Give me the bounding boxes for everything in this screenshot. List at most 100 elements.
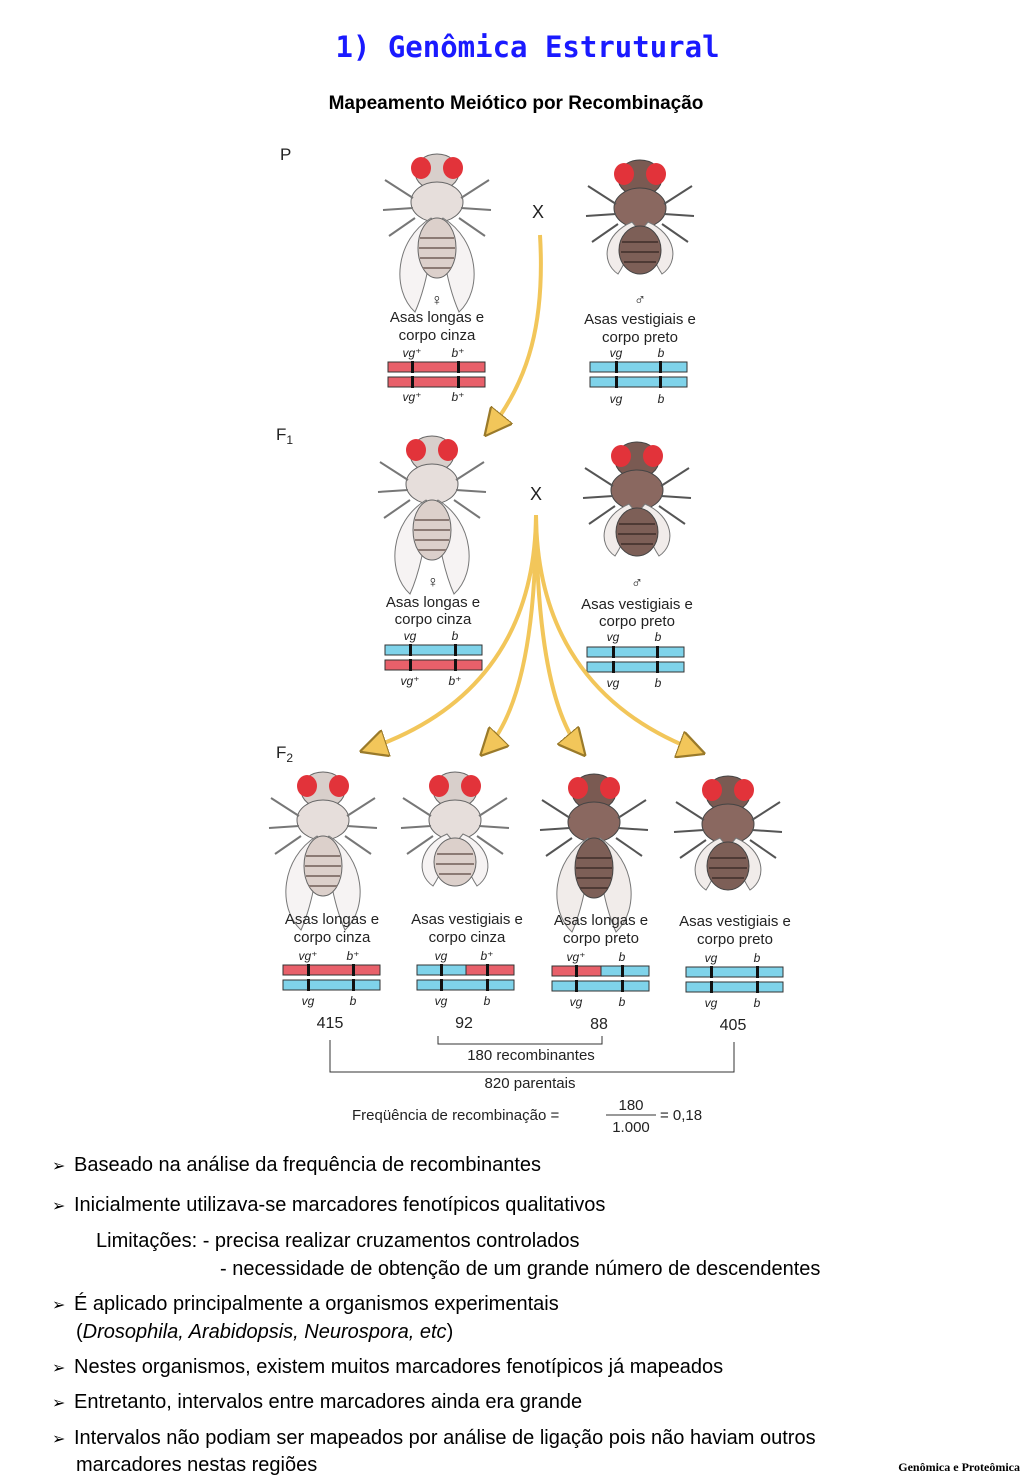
p-male-label-2: corpo preto	[602, 329, 678, 346]
f2-2-count: 92	[455, 1015, 473, 1032]
recombinants-label: 180 recombinantes	[467, 1047, 595, 1064]
bullet-6-continued: marcadores nestas regiões	[76, 1454, 318, 1476]
f2-4-count: 405	[720, 1017, 747, 1034]
svg-text:b: b	[658, 392, 665, 406]
frequency-label: Freqüência de recombinação =	[352, 1107, 559, 1124]
svg-text:vg⁺: vg⁺	[566, 950, 585, 964]
bullet-5: ➢Entretanto, intervalos entre marcadores…	[52, 1389, 582, 1417]
bullet-4: ➢Nestes organismos, existem muitos marca…	[52, 1354, 723, 1382]
arrow-p-to-f1	[488, 234, 543, 432]
f2-1-chromosomes: vg⁺ b⁺ vg b	[282, 949, 381, 1008]
f2-3-label-1: Asas longas e	[554, 912, 648, 929]
fly-f2-2	[400, 771, 510, 887]
bullet-3: ➢É aplicado principalmente a organismos …	[52, 1291, 559, 1319]
recombinants-bracket	[437, 1036, 603, 1045]
f2-2-chromosomes: vg b⁺ vg b	[416, 949, 515, 1008]
f2-2-label-2: corpo cinza	[429, 929, 506, 946]
svg-text:vg: vg	[404, 629, 417, 643]
svg-text:vg: vg	[435, 994, 448, 1008]
svg-text:vg⁺: vg⁺	[298, 949, 317, 963]
f2-2-label-1: Asas vestigiais e	[411, 911, 523, 928]
f2-1-label-1: Asas longas e	[285, 911, 379, 928]
svg-text:b: b	[484, 994, 491, 1008]
f1-female-label-1: Asas longas e	[386, 594, 480, 611]
fly-f2-4	[673, 775, 783, 891]
cross-symbol-f1: X	[530, 484, 542, 504]
svg-text:b: b	[619, 950, 626, 964]
arrows-f1-to-f2	[365, 514, 700, 752]
p-female-chromosomes: vg⁺ b⁺ vg⁺ b⁺	[387, 346, 486, 404]
f2-1-label-2: corpo cinza	[294, 929, 371, 946]
page-title: 1) Genômica Estrutural	[335, 30, 720, 64]
fly-p-male	[585, 159, 695, 275]
recombination-figure: P F1 F2 X ♀ ♂ Asas longas e corpo cinza …	[268, 145, 791, 1136]
svg-text:b⁺: b⁺	[451, 390, 464, 404]
bullet-arrow-icon: ➢	[52, 1431, 66, 1448]
svg-text:b⁺: b⁺	[346, 949, 359, 963]
p-female-label-1: Asas longas e	[390, 309, 484, 326]
fly-f1-male	[582, 441, 692, 557]
svg-text:b: b	[754, 951, 761, 965]
bullet-arrow-icon: ➢	[52, 1158, 66, 1175]
f1-female-label-2: corpo cinza	[395, 611, 472, 628]
frequency-numerator: 180	[618, 1097, 643, 1114]
limitation-1: Limitações: - precisa realizar cruzament…	[96, 1230, 580, 1252]
svg-text:vg: vg	[705, 996, 718, 1010]
p-female-label-2: corpo cinza	[399, 327, 476, 344]
fly-f1-female	[377, 435, 487, 595]
svg-text:b: b	[619, 995, 626, 1009]
fly-f2-3	[539, 773, 649, 933]
svg-text:vg⁺: vg⁺	[402, 346, 421, 360]
svg-text:vg: vg	[607, 630, 620, 644]
f2-4-label-1: Asas vestigiais e	[679, 913, 791, 930]
f1-male-label-2: corpo preto	[599, 613, 675, 630]
bullet-arrow-icon: ➢	[52, 1297, 66, 1314]
svg-text:b⁺: b⁺	[448, 674, 461, 688]
frequency-denominator: 1.000	[612, 1119, 650, 1136]
parentals-label: 820 parentais	[485, 1075, 576, 1092]
bullet-3-organisms: (Drosophila, Arabidopsis, Neurospora, et…	[76, 1321, 454, 1343]
svg-text:b⁺: b⁺	[480, 949, 493, 963]
p-male-chromosomes: vg b vg b	[589, 346, 688, 406]
bullet-arrow-icon: ➢	[52, 1395, 66, 1412]
svg-text:b: b	[350, 994, 357, 1008]
svg-text:vg: vg	[435, 949, 448, 963]
page-subtitle: Mapeamento Meiótico por Recombinação	[328, 93, 704, 114]
f2-1-count: 415	[317, 1015, 344, 1032]
svg-text:b⁺: b⁺	[451, 346, 464, 360]
male-symbol-p: ♂	[634, 292, 646, 309]
svg-text:b: b	[655, 676, 662, 690]
gen-label-f1: F1	[276, 425, 293, 447]
bullet-2: ➢Inicialmente utilizava-se marcadores fe…	[52, 1192, 605, 1220]
f2-4-chromosomes: vg b vg b	[685, 951, 784, 1010]
male-symbol-f1: ♂	[631, 575, 643, 592]
bullet-6: ➢Intervalos não podiam ser mapeados por …	[52, 1425, 816, 1453]
gen-label-f2: F2	[276, 743, 293, 765]
parentals-bracket	[329, 1040, 735, 1073]
bullet-arrow-icon: ➢	[52, 1360, 66, 1377]
p-male-label-1: Asas vestigiais e	[584, 311, 696, 328]
f1-female-chromosomes: vg b vg⁺ b⁺	[384, 629, 483, 688]
svg-text:vg: vg	[302, 994, 315, 1008]
svg-text:vg: vg	[610, 346, 623, 360]
fly-f2-1	[268, 771, 378, 931]
female-symbol-f1: ♀	[427, 574, 439, 591]
limitation-2: - necessidade de obtenção de um grande n…	[220, 1258, 821, 1280]
svg-text:vg: vg	[607, 676, 620, 690]
svg-text:b: b	[754, 996, 761, 1010]
footer-course-label: Genômica e Proteômica	[898, 1460, 1020, 1474]
frequency-result: = 0,18	[660, 1107, 702, 1124]
f1-male-label-1: Asas vestigiais e	[581, 596, 693, 613]
f2-3-chromosomes: vg⁺ b vg b	[551, 950, 650, 1009]
svg-text:b: b	[655, 630, 662, 644]
svg-text:vg: vg	[705, 951, 718, 965]
f1-male-chromosomes: vg b vg b	[586, 630, 685, 690]
svg-text:vg: vg	[610, 392, 623, 406]
svg-text:b: b	[452, 629, 459, 643]
bullet-1: ➢Baseado na análise da frequência de rec…	[52, 1152, 541, 1180]
svg-text:vg: vg	[570, 995, 583, 1009]
gen-label-p: P	[280, 145, 291, 164]
fly-p-female	[382, 153, 492, 313]
f2-4-label-2: corpo preto	[697, 931, 773, 948]
f2-3-count: 88	[590, 1016, 608, 1033]
